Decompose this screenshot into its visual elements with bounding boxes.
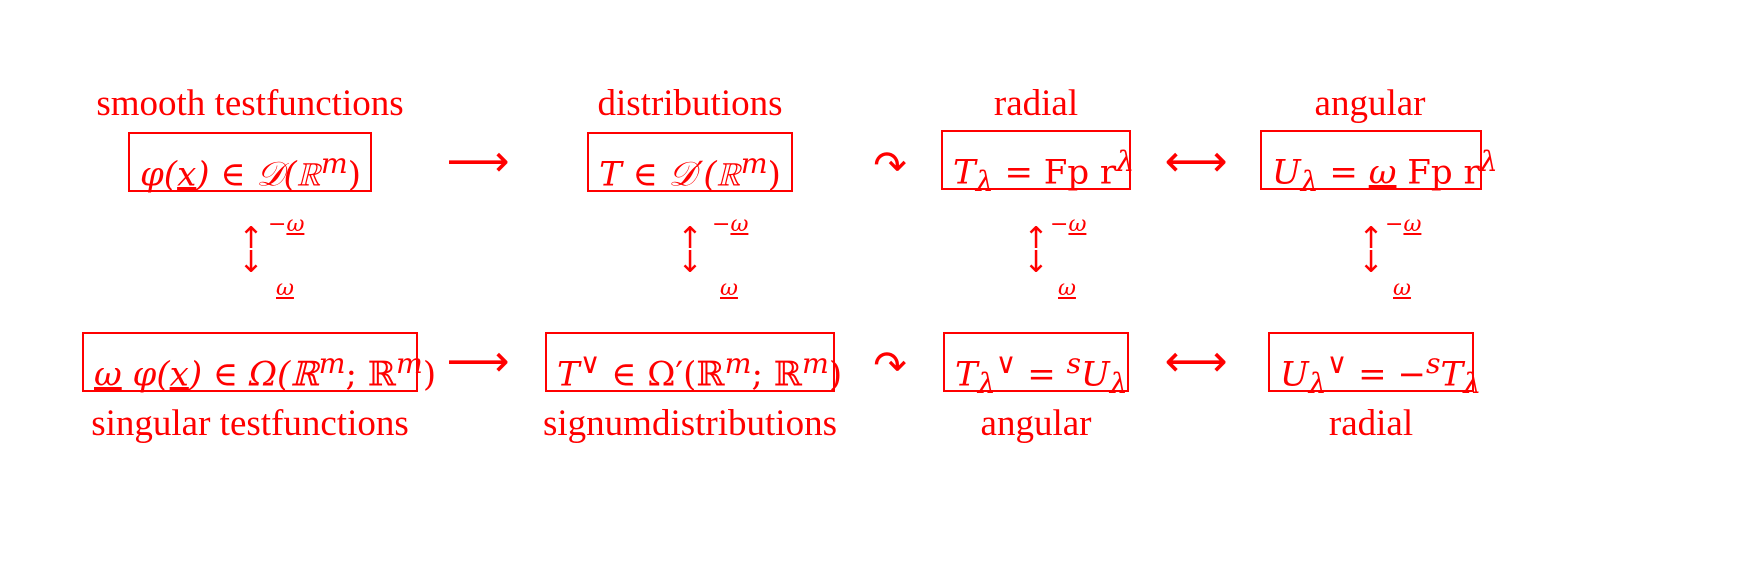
arrow-down-icon: ↓	[1023, 245, 1049, 280]
arrow-up-icon: ↑	[238, 221, 264, 256]
arrow-down-icon: ↓	[238, 245, 264, 280]
down-label: ω	[720, 276, 738, 301]
label-singular-testfunctions: singular testfunctions	[91, 403, 409, 444]
down-label: ω	[1058, 276, 1076, 301]
up-label: −ω	[268, 212, 305, 237]
arrow-right-icon: ⟶	[446, 336, 510, 387]
label-radial-top: radial	[993, 83, 1079, 124]
arrow-down-icon: ↓	[1358, 245, 1384, 280]
up-label: −ω	[1050, 212, 1087, 237]
formula-box-radial: Tλ = Fp rλ	[941, 130, 1134, 198]
label-angular-bottom: angular	[980, 403, 1092, 444]
formula-box-singular-testfunction: ω φ(x) ∈ Ω(ℝm; ℝm)	[82, 332, 436, 394]
up-label: −ω	[712, 212, 749, 237]
curved-arrow-icon: ↷	[873, 143, 907, 189]
vertical-arrow-3: ↑ ↓	[1021, 224, 1051, 278]
vertical-arrow-2: ↑ ↓	[675, 224, 705, 278]
formula-box-angular-signum: Tλ∨ = sUλ	[943, 332, 1129, 400]
label-distributions: distributions	[597, 83, 783, 124]
label-signumdistributions: signumdistributions	[543, 403, 837, 444]
vertical-arrow-4: ↑ ↓	[1356, 224, 1386, 278]
formula-box-distribution: T ∈ 𝒟′(ℝm)	[587, 132, 793, 194]
arrow-up-icon: ↑	[1023, 221, 1049, 256]
formula-box-radial-signum: Uλ∨ = −sTλ	[1268, 332, 1481, 400]
vertical-arrow-1: ↑ ↓	[236, 224, 266, 278]
label-radial-bottom: radial	[1328, 403, 1414, 444]
curved-arrow-icon: ↷	[873, 343, 907, 389]
arrow-up-icon: ↑	[677, 221, 703, 256]
down-label: ω	[276, 276, 294, 301]
double-arrow-icon: ⟷	[1164, 136, 1228, 187]
arrow-up-icon: ↑	[1358, 221, 1384, 256]
arrow-right-icon: ⟶	[446, 136, 510, 187]
up-label: −ω	[1385, 212, 1422, 237]
label-smooth-testfunctions: smooth testfunctions	[96, 83, 404, 124]
label-angular-top: angular	[1314, 83, 1426, 124]
formula-box-angular: Uλ = ω Fp rλ	[1260, 130, 1498, 198]
formula-box-testfunction: φ(x) ∈ 𝒟(ℝm)	[128, 132, 372, 194]
arrow-down-icon: ↓	[677, 245, 703, 280]
formula-box-signum-distribution: T∨ ∈ Ω′(ℝm; ℝm)	[545, 332, 842, 394]
double-arrow-icon: ⟷	[1164, 336, 1228, 387]
down-label: ω	[1393, 276, 1411, 301]
